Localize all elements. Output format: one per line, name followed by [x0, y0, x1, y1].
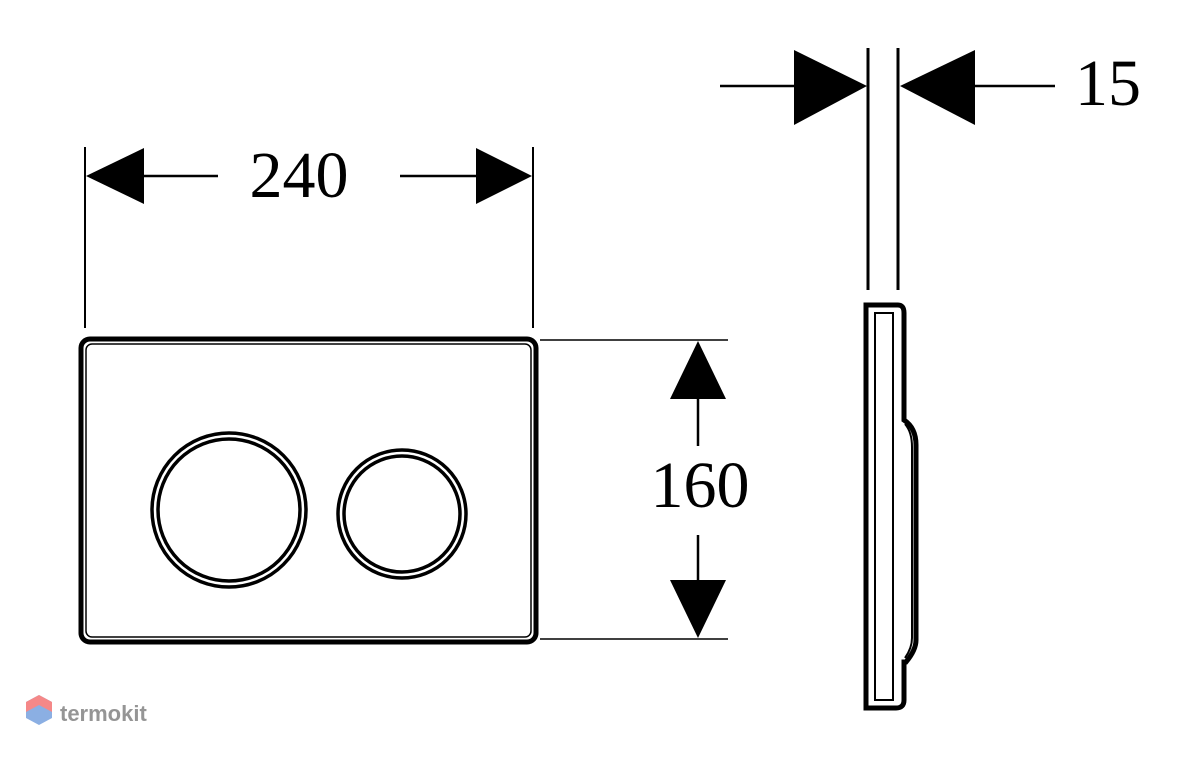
height-label: 160 [651, 449, 750, 522]
depth-label: 15 [1075, 47, 1141, 120]
width-arrow-left [86, 148, 144, 204]
watermark: termokit [26, 695, 147, 726]
side-profile-inner [874, 312, 894, 701]
height-dimension: 160 [540, 339, 750, 640]
small-flush-button [336, 448, 468, 580]
depth-arrow-left [794, 50, 867, 125]
depth-dimension: 15 [720, 47, 1141, 125]
height-arrow-top [670, 341, 726, 399]
height-arrow-bottom [670, 580, 726, 638]
side-view [863, 48, 919, 711]
side-profile-outer [863, 302, 919, 711]
width-arrow-right [476, 148, 532, 204]
depth-arrow-right [900, 50, 975, 125]
front-plate-inner [85, 343, 532, 638]
front-view [78, 336, 539, 645]
hexagon-logo-icon [26, 695, 52, 725]
brand-name: termokit [60, 701, 147, 726]
width-label: 240 [250, 139, 349, 212]
front-plate-outer [78, 336, 539, 645]
side-button-bulge [904, 423, 913, 659]
large-flush-button [150, 431, 308, 589]
width-dimension: 240 [84, 139, 534, 328]
